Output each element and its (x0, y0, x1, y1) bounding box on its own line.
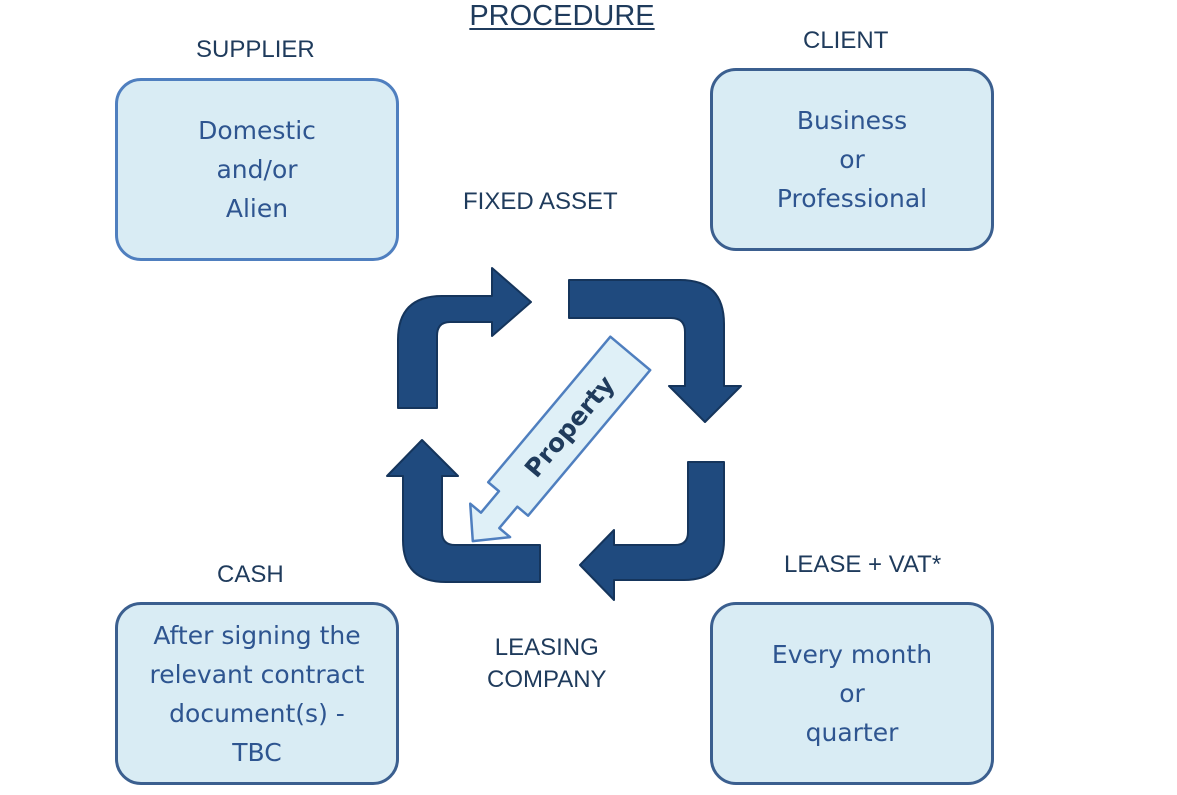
cash-line: document(s) - (169, 698, 345, 728)
supplier-heading: SUPPLIER (196, 36, 315, 63)
client-line: or (839, 145, 865, 174)
lease-heading: LEASE + VAT* (784, 551, 942, 578)
cash-box: After signing the relevant contract docu… (115, 602, 399, 785)
page-title: PROCEDURE (469, 0, 655, 32)
supplier-line: Alien (225, 194, 289, 223)
lease-line: quarter (805, 718, 899, 747)
cash-line: relevant contract (149, 659, 365, 689)
cash-heading: CASH (217, 561, 284, 588)
cash-line: After signing the (153, 620, 361, 650)
fixed-asset-label: FIXED ASSET (463, 188, 618, 215)
client-box: Business or Professional (710, 68, 994, 251)
lease-line: Every month (771, 640, 933, 669)
client-line: Business (796, 106, 908, 135)
leasing-company-label: LEASING COMPANY (487, 632, 607, 696)
cash-line: TBC (232, 737, 282, 767)
cycle-arrow-bottom-right (579, 461, 725, 601)
supplier-box: Domestic and/or Alien (115, 78, 399, 261)
cycle-arrow-bottom-left (386, 439, 541, 583)
cycle-arrow-top-left (397, 267, 532, 409)
lease-line: or (839, 679, 865, 708)
supplier-line: Domestic (198, 116, 316, 145)
client-line: Professional (776, 184, 928, 213)
lease-box: Every month or quarter (710, 602, 994, 785)
leasing-company-line: COMPANY (487, 666, 607, 693)
cycle-arrow-top-right (568, 279, 742, 423)
supplier-line: and/or (216, 155, 298, 184)
leasing-company-line: LEASING (494, 634, 599, 661)
property-arrow: Property (468, 335, 652, 543)
client-heading: CLIENT (803, 27, 889, 54)
